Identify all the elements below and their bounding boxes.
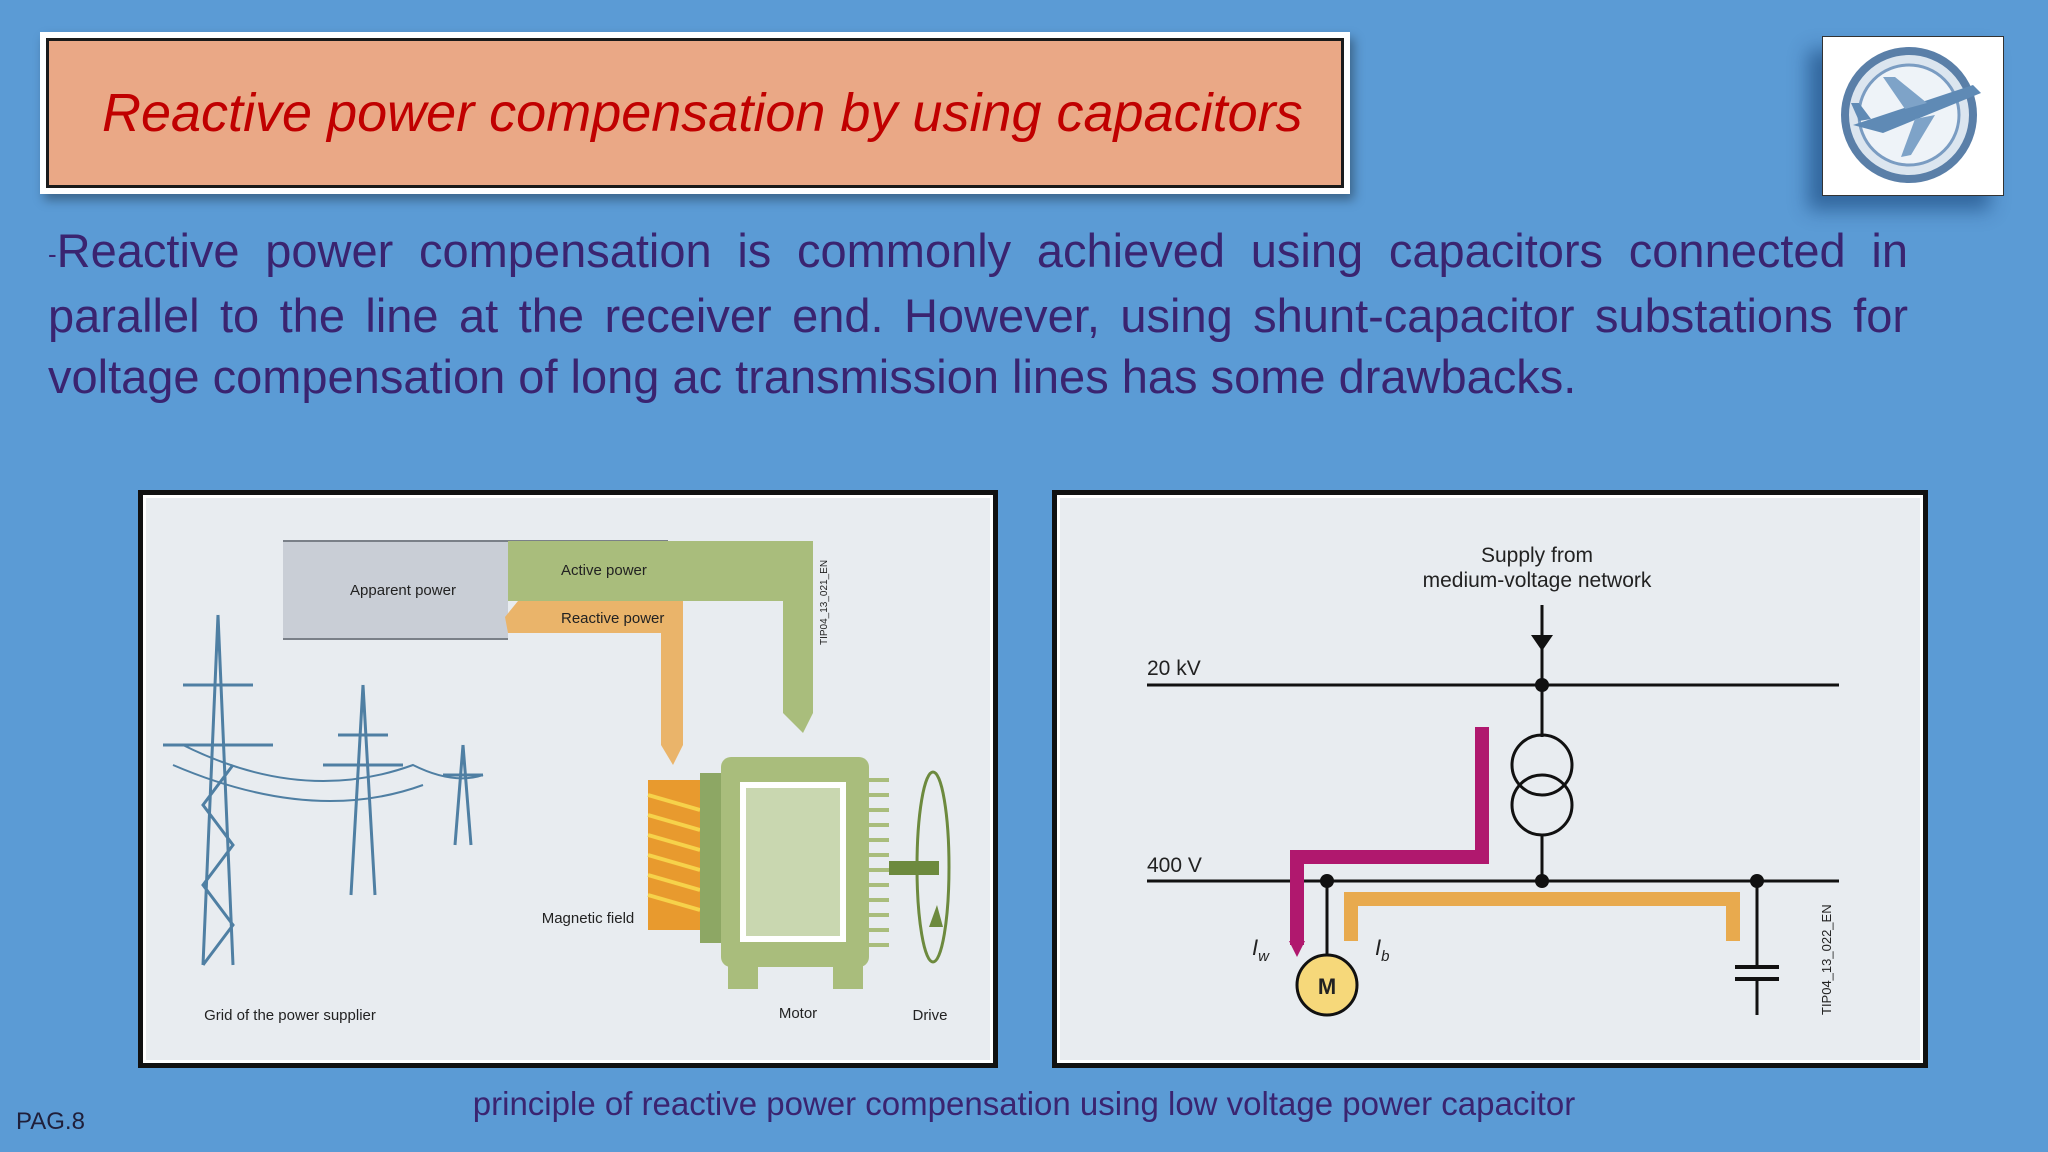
ib-label: Ib — [1375, 935, 1389, 965]
capacitor-icon — [1735, 881, 1779, 1015]
magnetic-field-label: Magnetic field — [542, 910, 635, 927]
slide-title-box: Reactive power compensation by using cap… — [40, 32, 1350, 194]
iw-label: Iw — [1252, 935, 1270, 965]
page-number: PAG.8 — [16, 1108, 85, 1135]
reactive-power-band — [505, 601, 683, 765]
motor-symbol-icon — [1295, 953, 1359, 1017]
motor-label: Motor — [779, 1005, 817, 1022]
figure-caption: principle of reactive power compensation… — [472, 1085, 1576, 1122]
left-figure-code: TIP04_13_021_EN — [819, 560, 830, 645]
reactive-power-label: Reactive power — [561, 610, 664, 627]
grid-label: Grid of the power supplier — [204, 1007, 376, 1024]
body-text: Reactive power compensation is commonly … — [48, 224, 1908, 404]
magnetizing-current-path — [1290, 727, 1489, 945]
capacitor-circuit-diagram: Supply from medium-voltage network 20 kV… — [1052, 490, 1928, 1068]
supply-arrow-icon — [1531, 635, 1553, 651]
supply-label-line1: Supply from — [1481, 544, 1593, 567]
hv-label: 20 kV — [1147, 657, 1201, 680]
right-figure-code: TIP04_13_022_EN — [1819, 904, 1834, 1015]
transmission-towers-icon — [163, 614, 484, 966]
airplane-seal-icon — [1841, 47, 1981, 183]
slide-title: Reactive power compensation by using cap… — [102, 83, 1303, 143]
body-prefix: - — [48, 239, 57, 270]
supply-label-line2: medium-voltage network — [1423, 569, 1652, 592]
body-paragraph: -Reactive power compensation is commonly… — [48, 220, 1908, 407]
active-power-band — [508, 541, 813, 733]
motor-symbol: M — [1318, 974, 1336, 999]
motor-icon — [647, 757, 951, 989]
capacitor-circuit-schematic: Supply from medium-voltage network 20 kV… — [1147, 544, 1839, 1017]
compensation-current-path — [1344, 892, 1740, 941]
transformer-icon — [1510, 733, 1574, 837]
power-flow-illustration: Apparent power Active power Reactive pow… — [163, 540, 951, 1024]
apparent-power-band — [283, 541, 508, 639]
apparent-power-label: Apparent power — [350, 582, 456, 599]
active-power-label: Active power — [561, 562, 647, 579]
lv-label: 400 V — [1147, 854, 1202, 877]
university-logo — [1822, 36, 2004, 196]
drive-label: Drive — [912, 1007, 947, 1024]
power-flow-diagram: Apparent power Active power Reactive pow… — [138, 490, 998, 1068]
